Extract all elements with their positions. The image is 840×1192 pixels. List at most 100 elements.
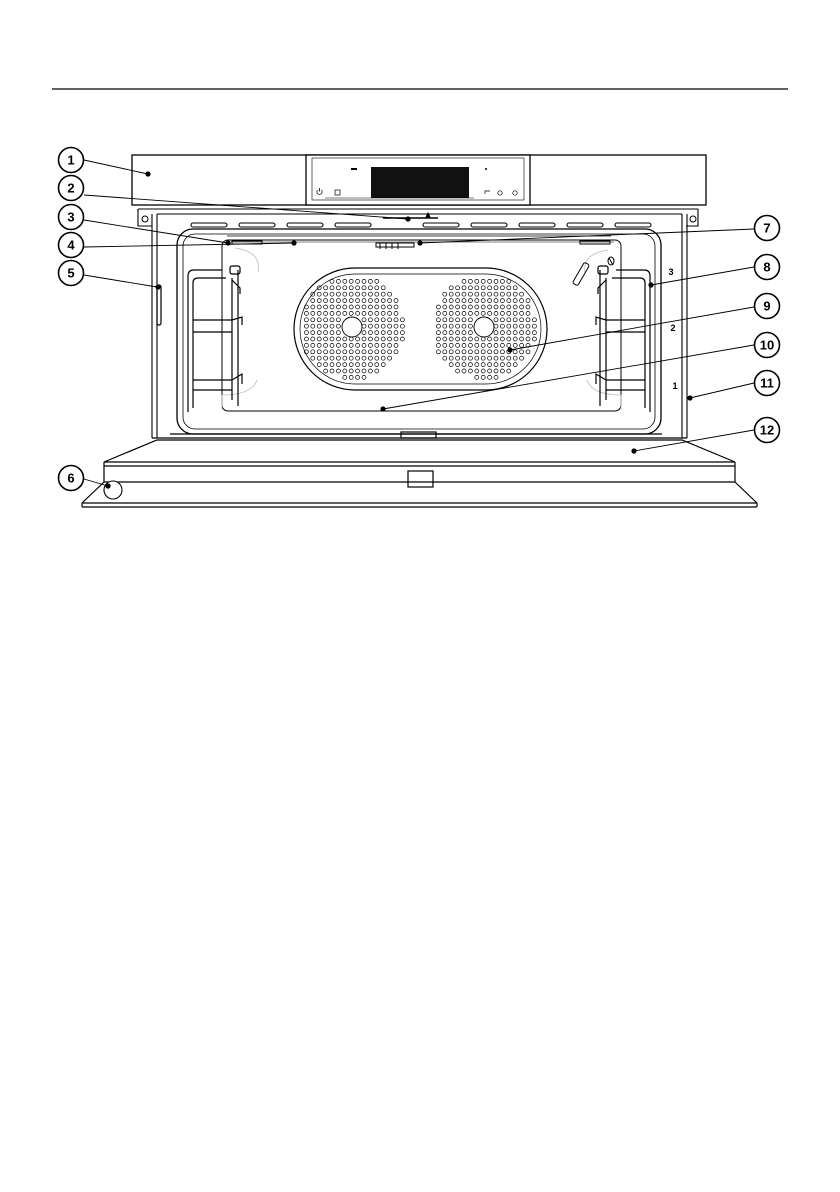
grille-hole xyxy=(375,369,379,373)
grille-hole xyxy=(513,324,517,328)
grille-hole xyxy=(362,375,366,379)
grille-hole xyxy=(304,311,308,315)
grille-hole xyxy=(317,292,321,296)
callout-2: 2 xyxy=(59,176,84,201)
grille-hole xyxy=(481,369,485,373)
grille-hole xyxy=(436,324,440,328)
grille-hole xyxy=(456,363,460,367)
grille-hole xyxy=(513,363,517,367)
callout-7: 7 xyxy=(755,216,780,241)
grille-hole xyxy=(481,305,485,309)
svg-text:11: 11 xyxy=(760,376,774,391)
grille-hole xyxy=(368,331,372,335)
grille-hole xyxy=(362,318,366,322)
grille-hole xyxy=(304,331,308,335)
grille-hole xyxy=(500,318,504,322)
grille-hole xyxy=(375,324,379,328)
grille-hole xyxy=(494,286,498,290)
grille-hole xyxy=(324,369,328,373)
fan-cover xyxy=(294,268,547,390)
grille-hole xyxy=(362,292,366,296)
grille-hole xyxy=(375,343,379,347)
grille-hole xyxy=(356,279,360,283)
grille-hole xyxy=(381,331,385,335)
grille-hole xyxy=(368,305,372,309)
shelf-level-1: 1 xyxy=(672,381,677,391)
grille-hole xyxy=(513,318,517,322)
grille-hole xyxy=(468,286,472,290)
grille-hole xyxy=(488,369,492,373)
grille-hole xyxy=(349,311,353,315)
grille-hole xyxy=(362,350,366,354)
svg-text:1: 1 xyxy=(67,153,74,168)
grille-hole xyxy=(456,299,460,303)
grille-hole xyxy=(449,331,453,335)
grille-hole xyxy=(388,337,392,341)
grille-hole xyxy=(304,324,308,328)
grille-hole xyxy=(443,299,447,303)
grille-hole xyxy=(500,369,504,373)
grille-hole xyxy=(368,311,372,315)
grille-hole xyxy=(317,350,321,354)
grille-hole xyxy=(381,337,385,341)
grille-hole xyxy=(494,279,498,283)
grille-hole xyxy=(456,292,460,296)
grille-hole xyxy=(500,299,504,303)
grille-hole xyxy=(381,299,385,303)
grille-hole xyxy=(507,369,511,373)
grille-hole xyxy=(362,331,366,335)
grille-hole xyxy=(362,286,366,290)
grille-hole xyxy=(462,343,466,347)
grille-hole xyxy=(349,343,353,347)
grille-hole xyxy=(475,350,479,354)
grille-hole xyxy=(375,363,379,367)
grille-hole xyxy=(330,299,334,303)
grille-hole xyxy=(436,337,440,341)
grille-hole xyxy=(494,292,498,296)
hinge-screw-left xyxy=(142,216,148,222)
grille-hole xyxy=(488,279,492,283)
grille-hole xyxy=(381,305,385,309)
grille-hole xyxy=(494,350,498,354)
grille-hole xyxy=(507,318,511,322)
grille-hole xyxy=(481,363,485,367)
grille-hole xyxy=(317,343,321,347)
grille-hole xyxy=(456,343,460,347)
grille-hole xyxy=(494,356,498,360)
grille-hole xyxy=(311,324,315,328)
grille-hole xyxy=(513,311,517,315)
grille-hole xyxy=(449,356,453,360)
callout-8: 8 xyxy=(755,255,780,280)
callout-10: 10 xyxy=(755,333,780,358)
grille-hole xyxy=(349,375,353,379)
grille-hole xyxy=(526,350,530,354)
grille-hole xyxy=(343,363,347,367)
grille-hole xyxy=(475,375,479,379)
grille-hole xyxy=(481,350,485,354)
grille-hole xyxy=(356,305,360,309)
grille-hole xyxy=(336,363,340,367)
grille-hole xyxy=(317,363,321,367)
grille-hole xyxy=(336,350,340,354)
oven-door xyxy=(82,432,757,507)
grille-hole xyxy=(362,356,366,360)
grille-hole xyxy=(368,363,372,367)
grille-hole xyxy=(520,305,524,309)
grille-hole xyxy=(381,324,385,328)
callout-9: 9 xyxy=(755,294,780,319)
grille-hole xyxy=(500,363,504,367)
grille-hole xyxy=(456,350,460,354)
grille-hole xyxy=(343,279,347,283)
grille-hole xyxy=(449,337,453,341)
grille-hole xyxy=(324,363,328,367)
grille-hole xyxy=(462,292,466,296)
grille-hole xyxy=(443,356,447,360)
grille-hole xyxy=(468,337,472,341)
svg-text:10: 10 xyxy=(760,338,774,353)
oven-chamber xyxy=(222,236,621,411)
grille-hole xyxy=(330,369,334,373)
grille-hole xyxy=(436,331,440,335)
grille-hole xyxy=(462,279,466,283)
grille-hole xyxy=(362,305,366,309)
